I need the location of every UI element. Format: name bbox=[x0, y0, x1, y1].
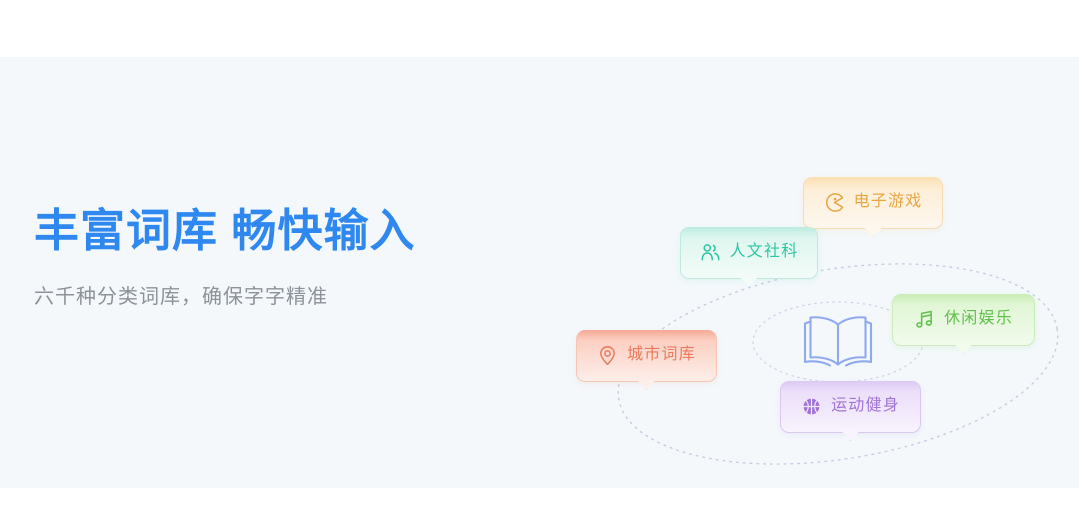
basketball-icon bbox=[803, 397, 821, 416]
category-card-label: 电子游戏 bbox=[853, 192, 923, 210]
category-card-humanities[interactable]: 人文社科 bbox=[680, 227, 818, 279]
category-card-label: 休闲娱乐 bbox=[944, 309, 1013, 327]
open-book-icon bbox=[803, 316, 873, 367]
pacman-game-icon bbox=[825, 193, 843, 212]
music-note-icon bbox=[916, 310, 933, 328]
category-card-sports[interactable]: 运动健身 bbox=[780, 381, 921, 433]
category-card-city[interactable]: 城市词库 bbox=[576, 330, 717, 382]
hero-copy: 丰富词库 畅快输入 六千种分类词库，确保字字精准 bbox=[34, 204, 494, 311]
location-pin-icon bbox=[600, 346, 616, 366]
outer-orbit-ellipse bbox=[617, 263, 1059, 465]
category-card-leisure[interactable]: 休闲娱乐 bbox=[892, 294, 1035, 346]
hero-banner: 丰富词库 畅快输入 六千种分类词库，确保字字精准 bbox=[0, 57, 1079, 488]
two-people-icon bbox=[701, 244, 720, 261]
category-card-label: 人文社科 bbox=[729, 242, 799, 260]
category-illustration: 电子游戏 人文社科 bbox=[560, 114, 1079, 488]
category-card-label: 城市词库 bbox=[627, 345, 696, 363]
category-card-label: 运动健身 bbox=[831, 396, 900, 414]
page-subtitle: 六千种分类词库，确保字字精准 bbox=[34, 286, 328, 309]
page-title: 丰富词库 畅快输入 bbox=[34, 205, 416, 256]
category-card-games[interactable]: 电子游戏 bbox=[803, 177, 943, 229]
